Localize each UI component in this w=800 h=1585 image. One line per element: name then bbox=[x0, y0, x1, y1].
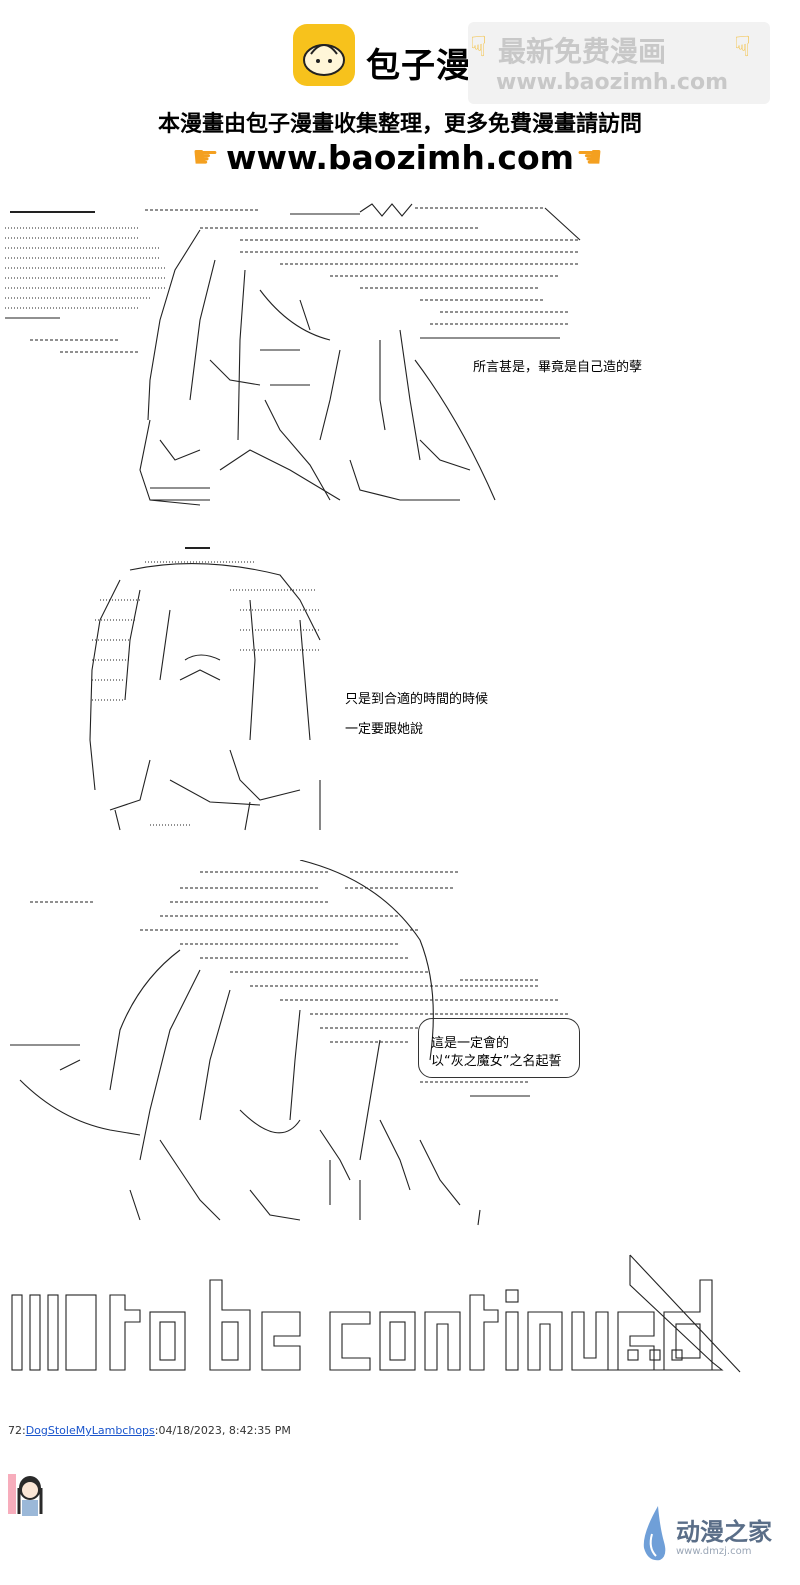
collection-notice: 本漫畫由包子漫畫收集整理，更多免費漫畫請訪問 bbox=[157, 112, 642, 137]
baozi-logo-icon bbox=[293, 24, 355, 86]
bubble-text-line-2: 以“灰之魔女”之名起誓 bbox=[431, 1054, 562, 1069]
watermark-name: 动漫之家 bbox=[676, 1518, 772, 1546]
dmzj-watermark: 动漫之家 www.dmzj.com bbox=[636, 1500, 786, 1570]
post-timestamp: :04/18/2023, 8:42:35 PM bbox=[154, 1424, 291, 1437]
post-number: 72: bbox=[8, 1424, 26, 1437]
promo-banner[interactable]: ☟ 最新免费漫画 ☟ www.baozimh.com bbox=[468, 22, 770, 104]
site-url-link[interactable]: www.baozimh.com bbox=[226, 138, 574, 177]
pointing-left-hand-icon: ☚ bbox=[576, 140, 603, 175]
promo-title: 最新免费漫画 bbox=[498, 35, 667, 68]
ascii-art-panel-2 bbox=[89, 547, 321, 831]
caption-panel-1: 所言甚是，畢竟是自己造的孽 bbox=[473, 360, 643, 375]
caption-panel-2-line-1: 只是到合適的時間的時候 bbox=[345, 692, 489, 707]
pointing-right-hand-icon: ☛ bbox=[192, 140, 219, 175]
post-author-link[interactable]: DogStoleMyLambchops bbox=[25, 1424, 155, 1437]
bubble-text-line-1: 這是一定會的 bbox=[431, 1036, 510, 1051]
pointing-down-hand-icon: ☟ bbox=[734, 30, 752, 63]
caption-panel-2-line-2: 一定要跟她說 bbox=[345, 722, 424, 737]
to-be-continued-ascii-art bbox=[11, 1254, 741, 1373]
pointing-down-hand-icon: ☟ bbox=[470, 30, 488, 63]
ascii-art-panel-3 bbox=[10, 860, 570, 1226]
water-drop-logo-icon bbox=[643, 1506, 666, 1561]
watermark-url: www.dmzj.com bbox=[676, 1546, 752, 1557]
post-meta: 72:DogStoleMyLambchops:04/18/2023, 8:42:… bbox=[8, 1424, 291, 1437]
chibi-girl-sticker-icon bbox=[8, 1474, 43, 1516]
promo-url: www.baozimh.com bbox=[496, 70, 728, 95]
ascii-art-panel-1 bbox=[5, 203, 581, 506]
speech-bubble: 這是一定會的 以“灰之魔女”之名起誓 bbox=[418, 1018, 580, 1078]
